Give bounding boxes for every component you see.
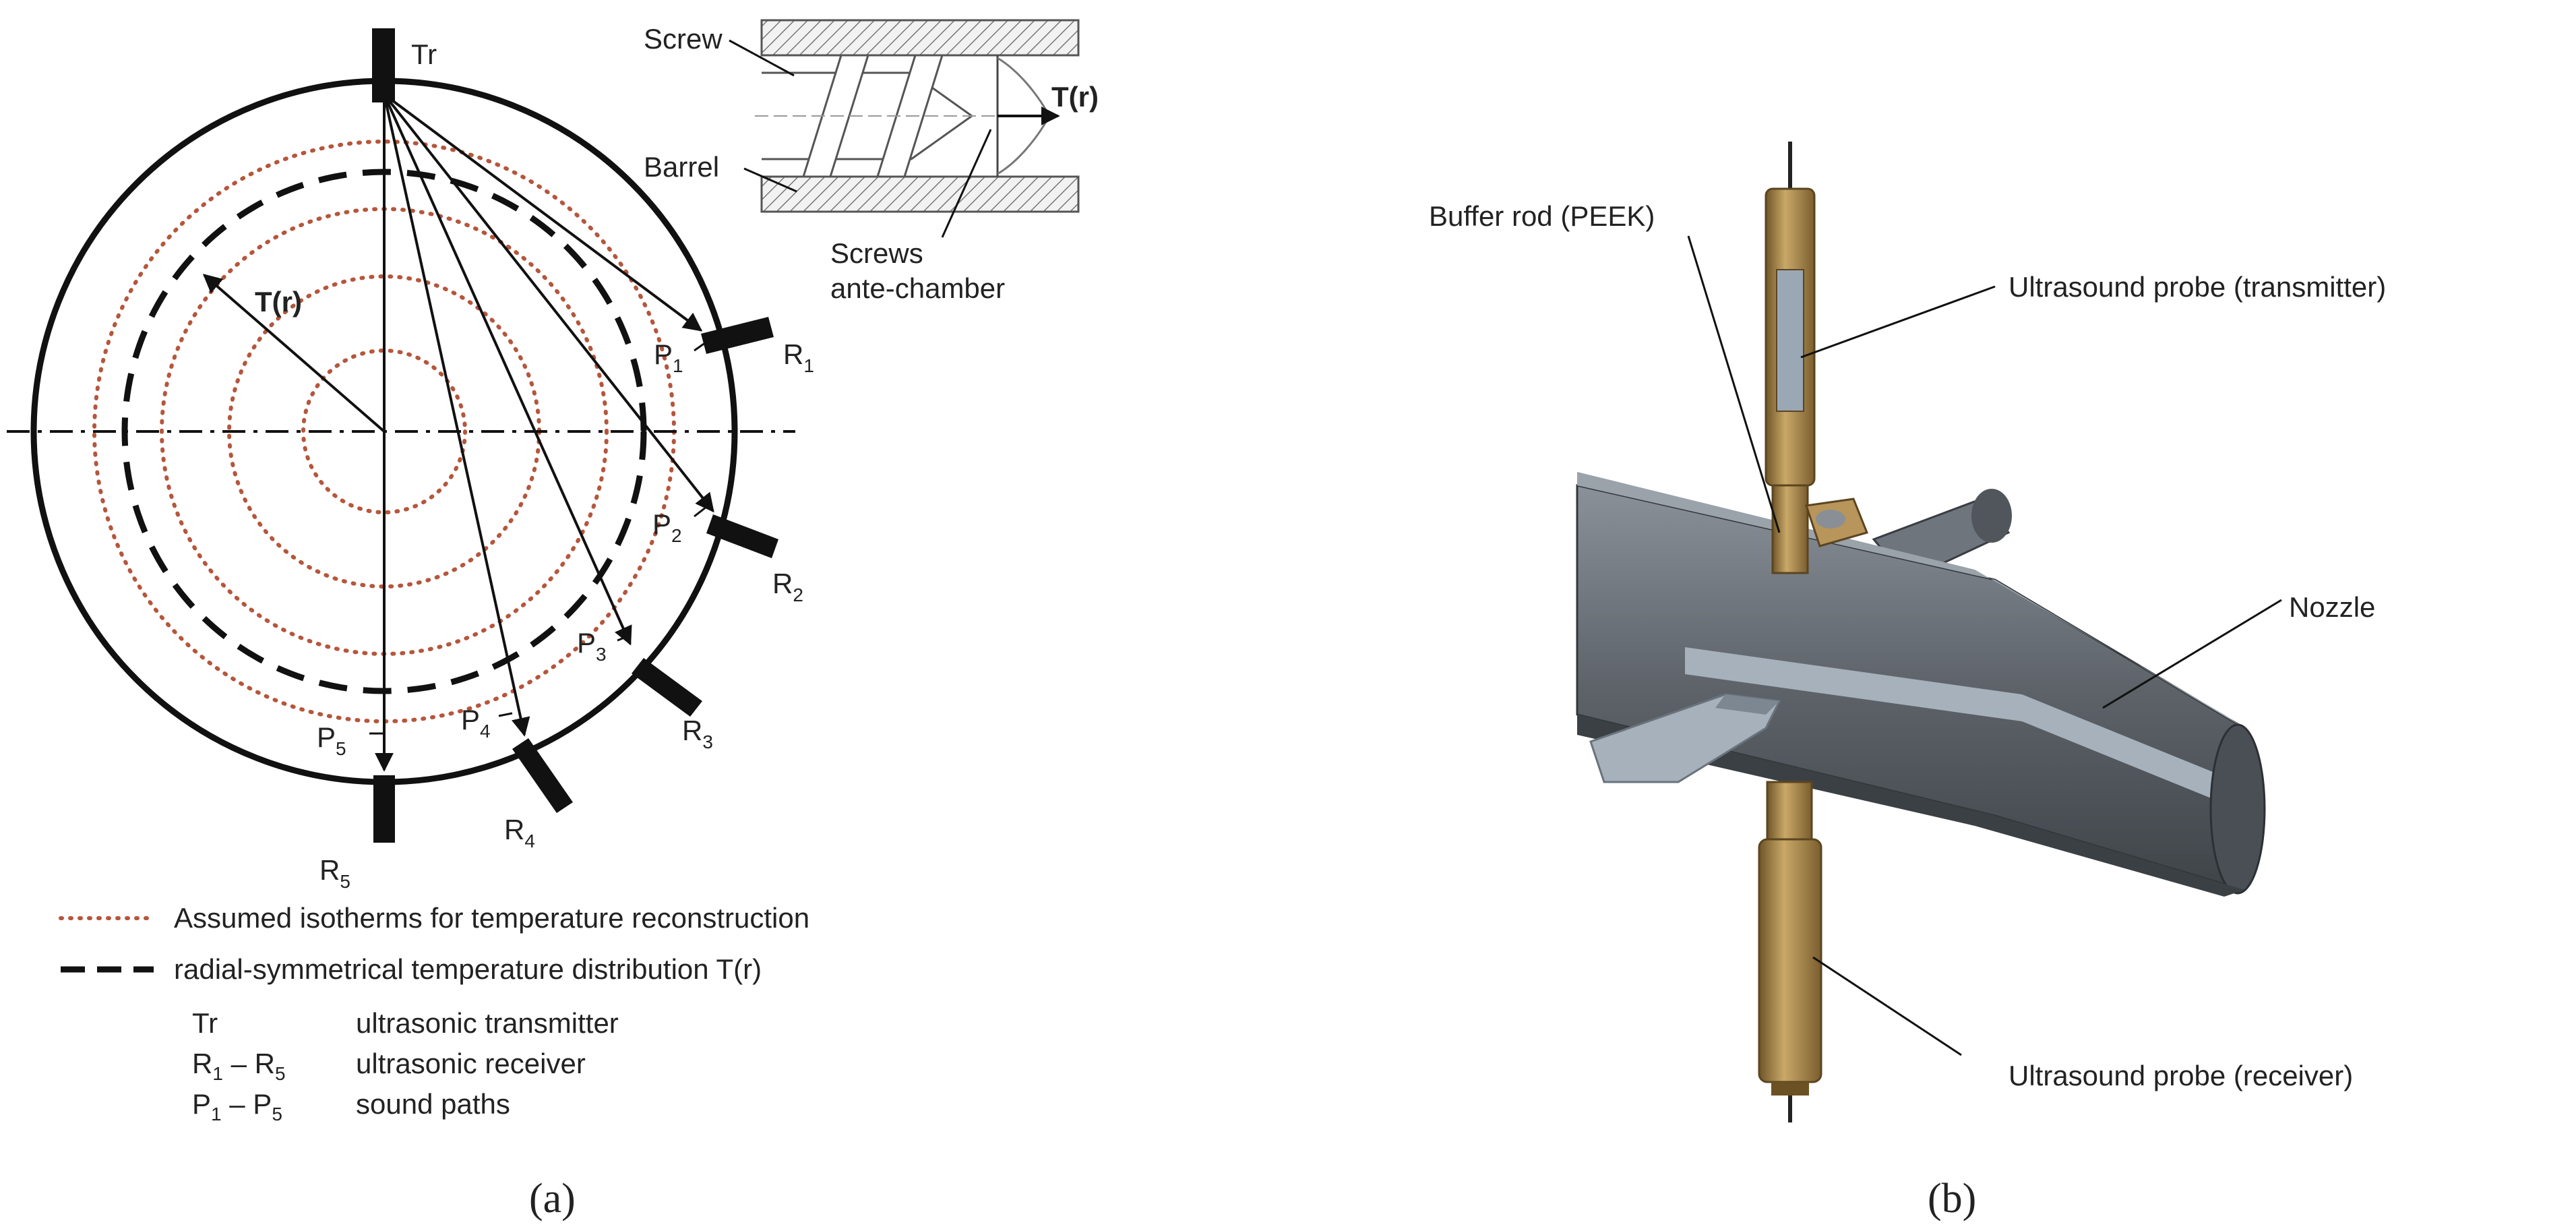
svg-text:P3: P3: [577, 627, 607, 665]
transmitter-window: [1776, 269, 1804, 412]
symbol-key: Tr ultrasonic transmitter R1 – R5 ultras…: [192, 1007, 619, 1124]
path-ticks: [369, 340, 708, 735]
transmitter-block: [372, 28, 395, 102]
receiver-r4: [512, 738, 573, 813]
svg-text:R1 – R5: R1 – R5: [192, 1048, 286, 1084]
receiver-r2: [706, 514, 778, 558]
receiver-probe-label: Ultrasound probe (receiver): [2008, 1060, 2353, 1091]
receiver-r1: [701, 317, 774, 354]
chamber-label-line2: ante-chamber: [830, 272, 1005, 304]
svg-text:P2: P2: [652, 508, 682, 546]
path-labels: P1 P2 P3 P4 P5: [317, 338, 683, 759]
svg-text:sound paths: sound paths: [356, 1088, 510, 1120]
receiver-blocks: [373, 317, 778, 843]
barrel-label: Barrel: [644, 151, 719, 183]
caption-b: (b): [1928, 1176, 1976, 1222]
nozzle-top-face: [1577, 472, 2244, 728]
svg-text:Tr: Tr: [192, 1007, 218, 1039]
panel-b-nozzle-assembly: Buffer rod (PEEK) Ultrasound probe (tran…: [1429, 142, 2386, 1222]
sound-path-p4: [383, 94, 530, 737]
receiver-r3: [632, 658, 702, 717]
svg-text:P5: P5: [317, 721, 346, 759]
legend-distribution: radial-symmetrical temperature distribut…: [174, 953, 762, 985]
leader-lines: [1687, 235, 2282, 1056]
sound-path-p1: [383, 93, 703, 332]
temp-radius-label: T(r): [255, 286, 302, 318]
extruder-inset: T(r) Screw Barrel Screws ante-chamber: [644, 19, 1099, 304]
svg-text:ultrasonic receiver: ultrasonic receiver: [356, 1048, 586, 1079]
panel-a-cross-section: Tr T(r) R1 R2 R3 R4 R5 P: [7, 19, 1099, 1222]
svg-text:R2: R2: [772, 568, 803, 605]
nozzle-bore-cut: [1685, 647, 2238, 809]
receiver-housing: [1758, 838, 1822, 1083]
sound-paths: [202, 93, 714, 772]
svg-text:R4: R4: [504, 814, 535, 851]
legend: Assumed isotherms for temperature recons…: [59, 902, 809, 985]
transmitter-probe-label: Ultrasound probe (transmitter): [2008, 271, 2386, 303]
receiver-labels: R1 R2 R3 R4 R5: [319, 338, 814, 892]
screw-label: Screw: [644, 23, 723, 55]
transmitter-label: Tr: [411, 38, 437, 70]
svg-text:P1: P1: [654, 338, 683, 376]
svg-text:R5: R5: [319, 854, 350, 892]
buffer-rod-label: Buffer rod (PEEK): [1429, 200, 1655, 232]
nozzle-tip-face: [2209, 723, 2266, 895]
inset-temp-label: T(r): [1051, 81, 1099, 113]
sound-path-p2: [383, 93, 714, 513]
svg-text:P1 – P5: P1 – P5: [192, 1088, 282, 1124]
svg-text:P4: P4: [461, 704, 491, 742]
nozzle-lower-face: [1577, 715, 2244, 897]
caption-a: (a): [529, 1176, 576, 1222]
temperature-radius: [202, 274, 386, 433]
svg-text:ultrasonic transmitter: ultrasonic transmitter: [356, 1007, 619, 1039]
sound-path-p3: [383, 94, 632, 646]
chamber-label-line1: Screws: [830, 237, 923, 269]
barrel-top-wall: [760, 19, 1080, 57]
svg-text:R3: R3: [682, 715, 713, 752]
receiver-coupling: [1766, 781, 1813, 844]
nozzle-label: Nozzle: [2289, 591, 2375, 623]
legend-isotherms: Assumed isotherms for temperature recons…: [174, 902, 809, 934]
receiver-r5: [373, 775, 395, 843]
barrel-bottom-wall: [760, 175, 1080, 213]
svg-text:R1: R1: [783, 338, 814, 376]
